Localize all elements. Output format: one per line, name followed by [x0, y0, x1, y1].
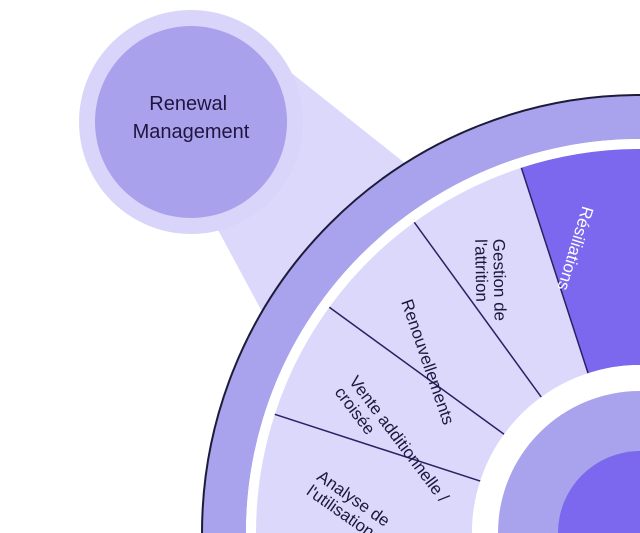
outer-ring	[202, 95, 640, 533]
segment-2	[274, 307, 505, 482]
segment-divider-1	[274, 413, 481, 482]
segment-label-4-line-1: Gestion de	[489, 239, 509, 322]
segments-group	[256, 149, 640, 533]
segment-4	[414, 167, 589, 398]
segment-label-4-line-2: l'attrition	[471, 239, 491, 302]
hub-label-line-1: Renewal	[149, 93, 227, 115]
hub-label-line-2: Management	[133, 121, 250, 143]
segment-1	[256, 414, 481, 533]
segment-divider-2	[328, 306, 505, 435]
segment-divider-4	[520, 167, 589, 374]
segment-dividers	[274, 167, 589, 482]
inner-core	[558, 451, 640, 533]
segment-divider-3	[413, 221, 542, 398]
segment-5	[521, 149, 640, 374]
segment-3	[329, 222, 542, 435]
hub-label: Renewal Management	[133, 93, 250, 143]
segment-label-4: Gestion del'attrition	[471, 239, 509, 322]
outer-ring-edge	[201, 94, 640, 533]
hub-inner-circle	[95, 26, 287, 218]
